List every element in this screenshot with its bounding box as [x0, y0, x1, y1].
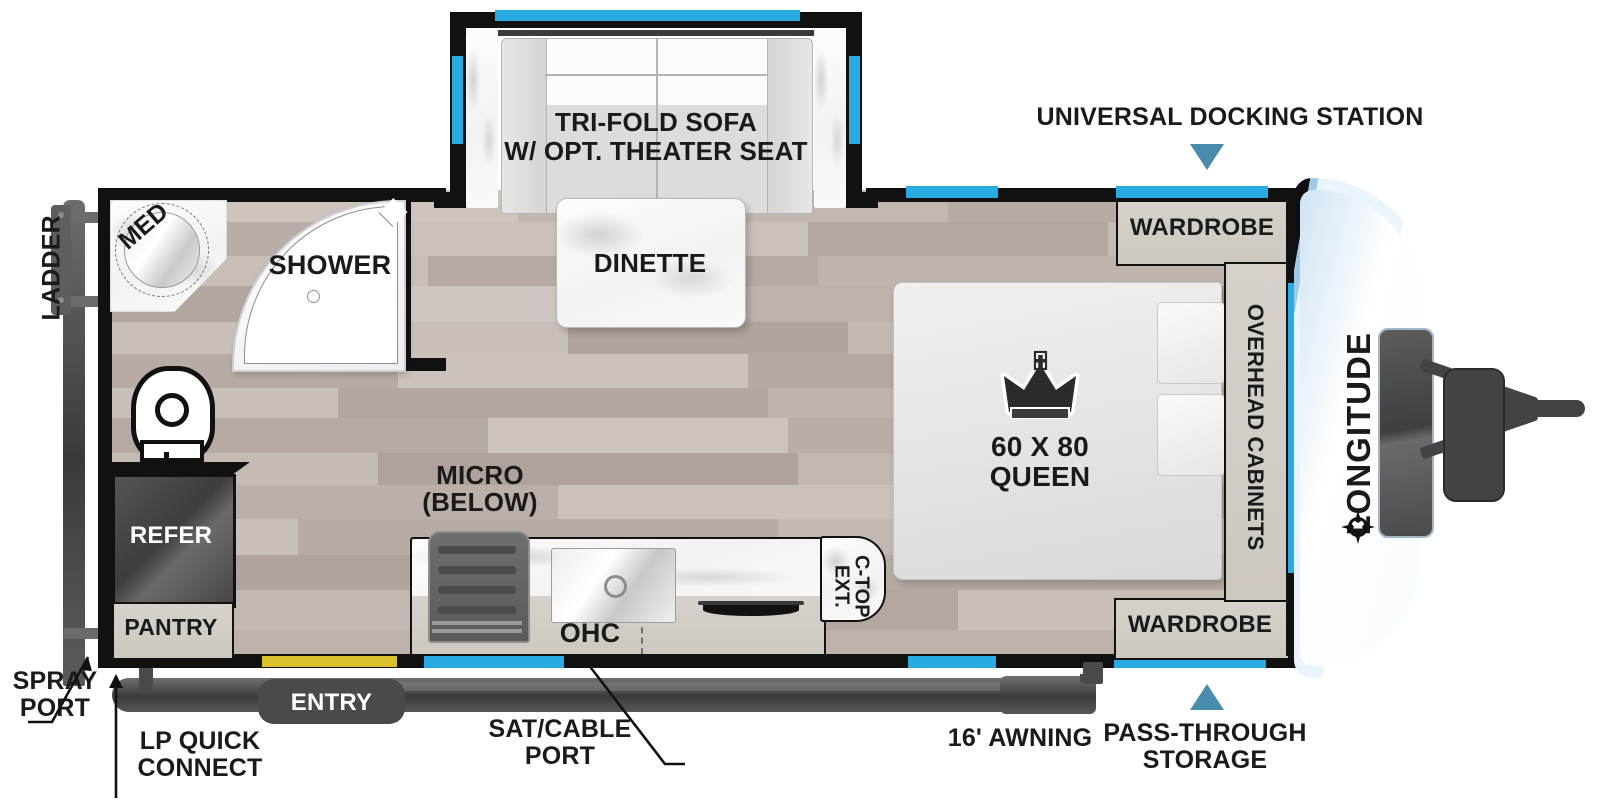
sat-cable-port-leader-line — [586, 663, 685, 766]
slideout-left-window — [452, 56, 463, 144]
window-top-bedroom — [1116, 186, 1268, 198]
ladder-label: LADDER — [37, 215, 66, 321]
window-bottom-kitchen — [424, 656, 564, 668]
propane-tank-box — [1443, 368, 1505, 502]
pillow-bottom — [1157, 394, 1225, 476]
overhead-cabinets-label: OVERHEAD CABINETS — [1243, 303, 1269, 551]
pass-through-arrow-icon — [1190, 684, 1224, 710]
wall-left — [98, 188, 112, 668]
lp-line-marker — [262, 656, 397, 667]
slideout-top-window — [495, 10, 800, 21]
entry-door[interactable] — [258, 679, 405, 724]
countertop-extension — [820, 536, 886, 622]
tri-fold-sofa-label: TRI-FOLD SOFA W/ OPT. THEATER SEAT — [504, 107, 808, 166]
window-bottom-mid — [908, 656, 996, 668]
pillow-top — [1157, 302, 1225, 384]
lp-quick-connect-label: LP QUICK CONNECT — [137, 727, 263, 782]
ohc-label: OHC — [559, 618, 621, 648]
micro-label: MICRO (BELOW) — [422, 460, 538, 518]
crown-icon — [997, 350, 1083, 422]
bath-wall-bottom — [398, 358, 446, 371]
pantry — [112, 602, 234, 660]
wardrobe-bottom — [1114, 598, 1290, 660]
pantry-label: PANTRY — [124, 614, 218, 640]
awning-label: 16' AWNING — [947, 724, 1093, 752]
shower-drain-icon — [307, 290, 320, 303]
entry-label: ENTRY — [290, 689, 373, 716]
slideout-right-window — [849, 56, 860, 144]
pass-through-storage-label: PASS-THROUGH STORAGE — [1103, 719, 1307, 774]
bed-size-label: 60 X 80 QUEEN — [989, 431, 1091, 492]
universal-docking-station-label: UNIVERSAL DOCKING STATION — [1036, 103, 1424, 131]
lp-quick-connect-leader-line — [109, 674, 123, 798]
sat-cable-port-label: SAT/CABLE PORT — [488, 715, 632, 770]
docking-station-arrow-icon — [1190, 144, 1224, 170]
shower-label: SHOWER — [268, 250, 392, 280]
window-top-mid — [906, 186, 998, 198]
compass-rose-icon — [1341, 510, 1375, 544]
spray-port-leader-line — [28, 656, 92, 724]
ctop-ext-label: C-TOP EXT. — [830, 554, 873, 618]
wardrobe-top-label: WARDROBE — [1129, 214, 1275, 241]
wardrobe-bottom-label: WARDROBE — [1127, 611, 1273, 638]
wall-bottom — [98, 654, 1316, 668]
wall-top-left — [98, 188, 446, 202]
dinette-table — [556, 198, 746, 328]
refrigerator — [112, 474, 236, 608]
refer-label: REFER — [129, 522, 213, 549]
dinette-label: DINETTE — [593, 248, 707, 278]
